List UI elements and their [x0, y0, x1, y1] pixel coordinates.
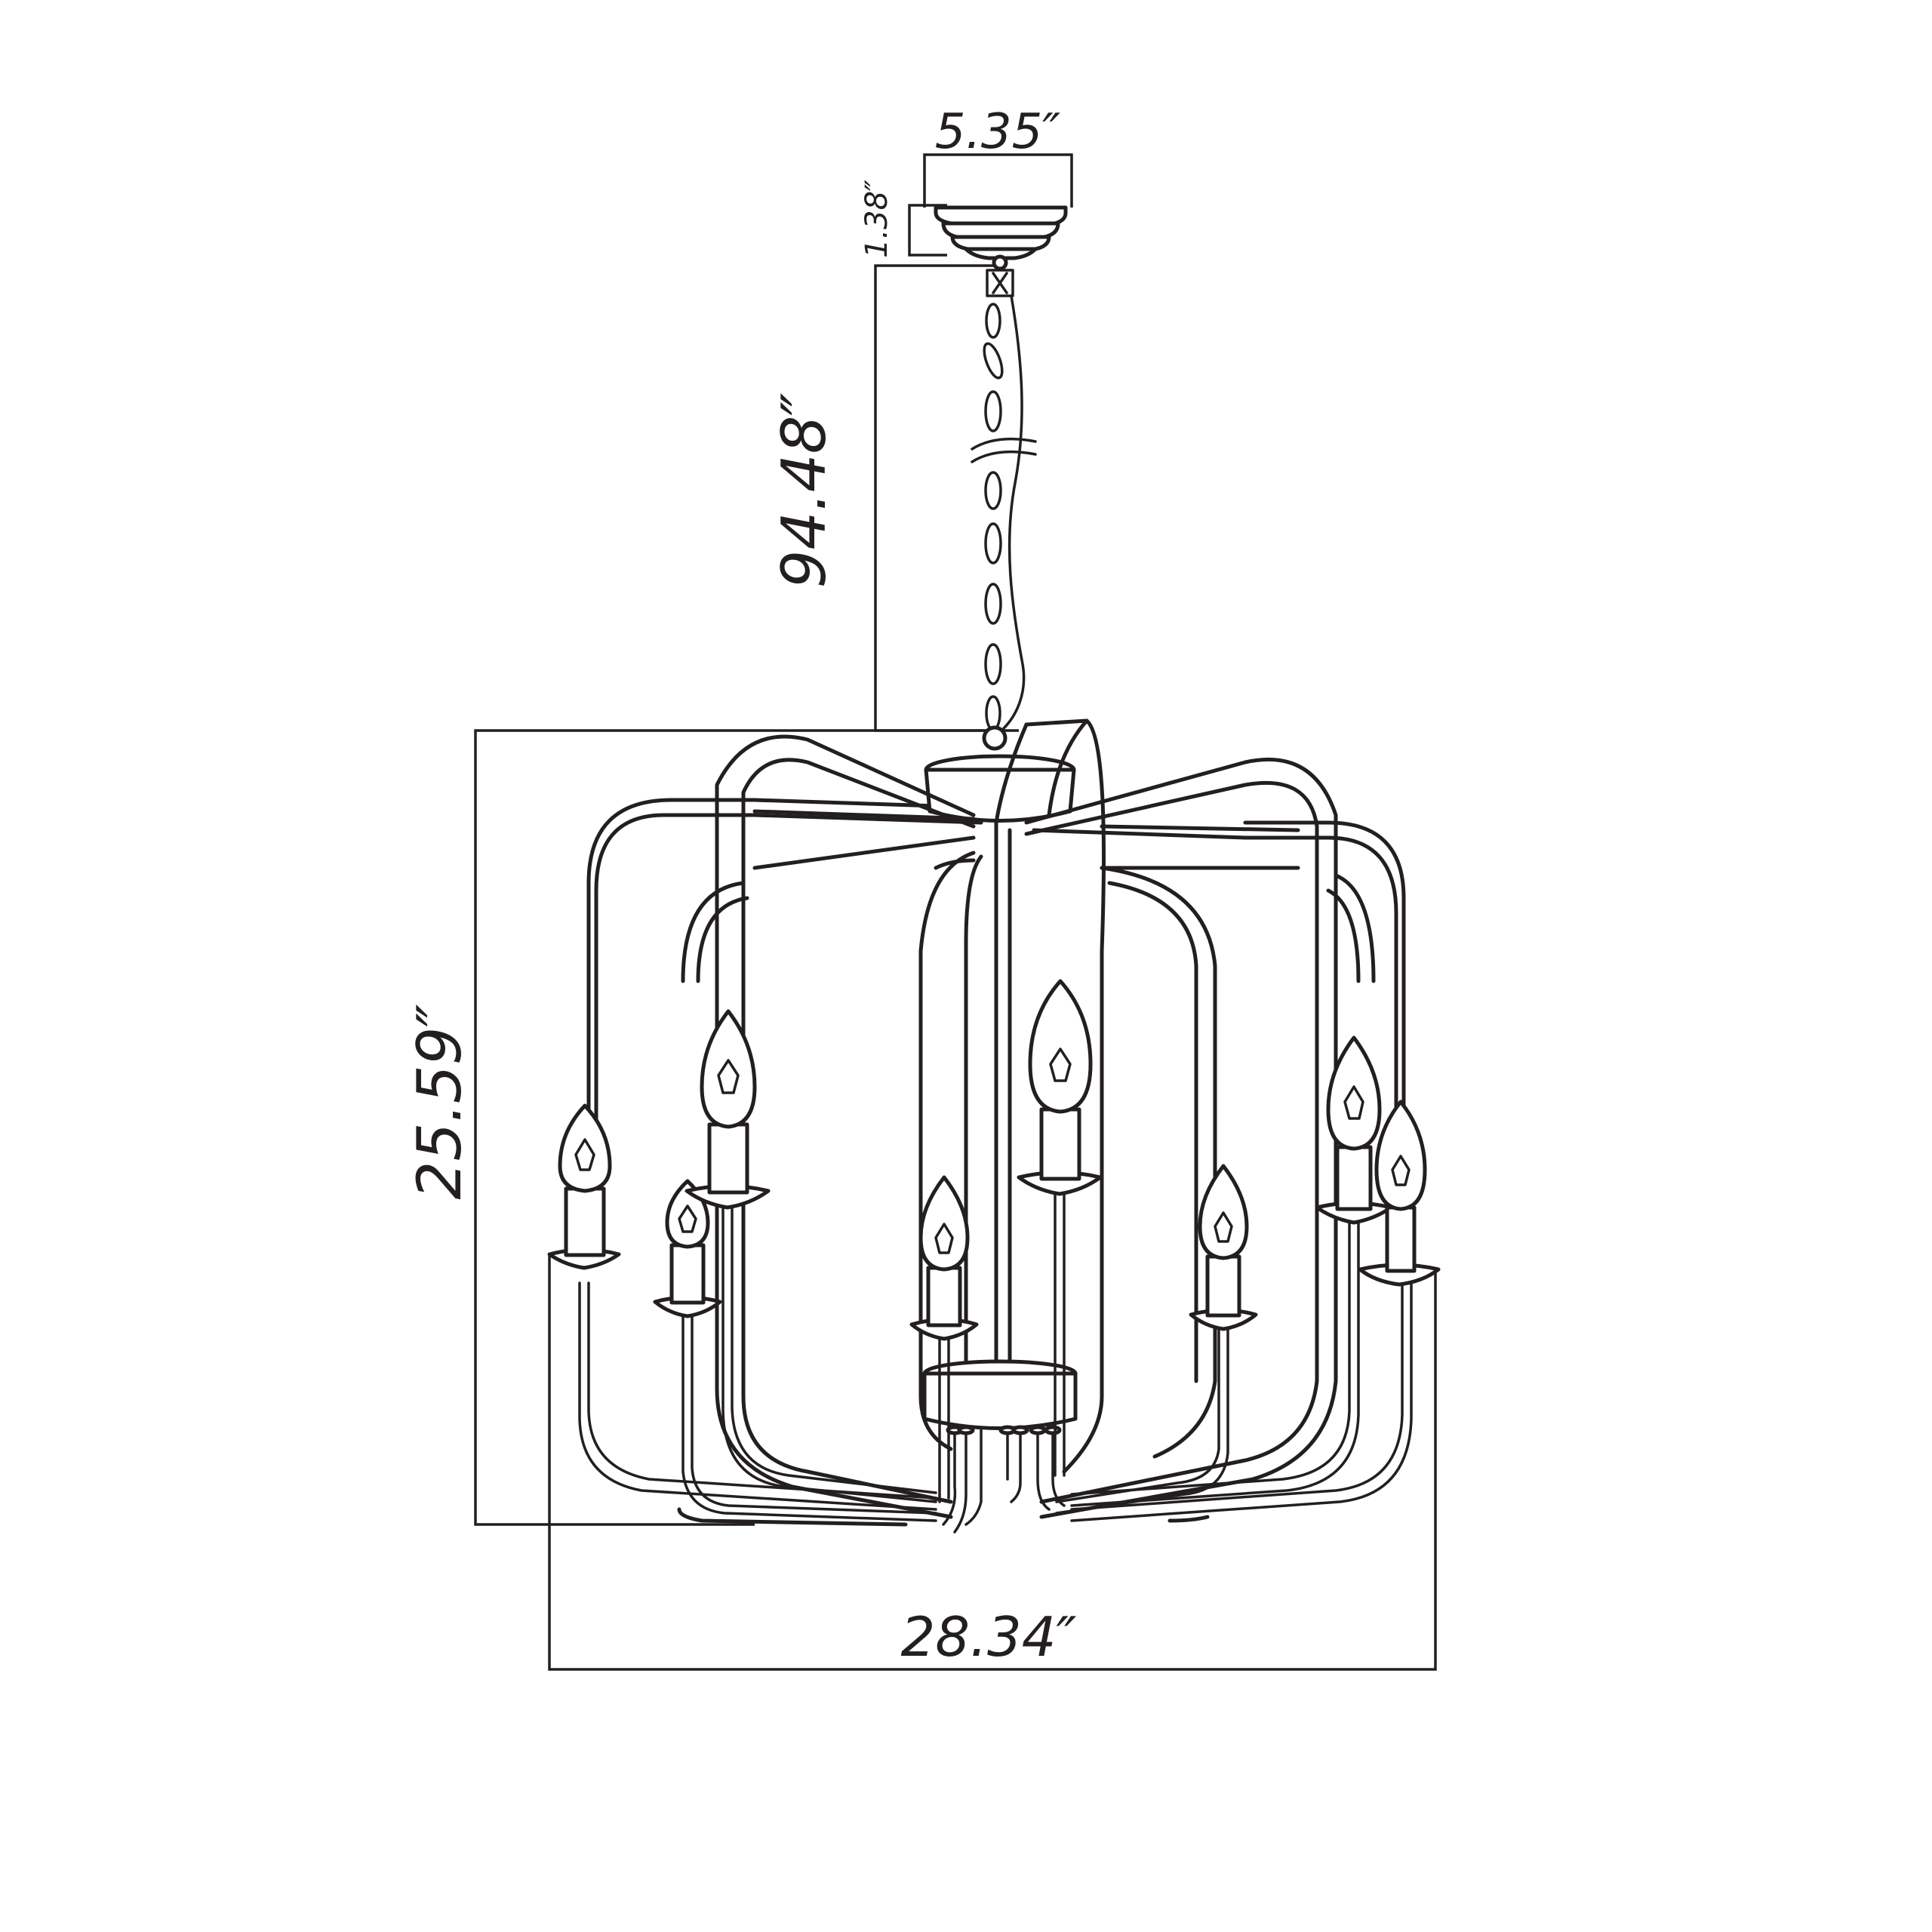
candle-far-left: [547, 1103, 621, 1270]
candle-arms: [578, 1191, 1413, 1522]
candle-upper-right: [1315, 1035, 1393, 1225]
fixture-width-dim-line: [548, 1254, 1437, 1671]
fixture-height-dim-line: [474, 729, 1019, 1526]
ceiling-canopy: [934, 205, 1068, 271]
inner-bands: [681, 851, 1376, 1459]
dimension-lines: [474, 153, 1437, 1671]
bottom-hub: [922, 1359, 1078, 1534]
chain-length-label: 94.48″: [769, 392, 839, 588]
hanging-chain: [971, 269, 1037, 751]
candle-upper-left: [685, 1009, 771, 1210]
candle-lights: [547, 979, 1441, 1341]
candle-center: [909, 1175, 979, 1341]
back-frame: [586, 798, 1406, 1527]
candle-far-right: [1358, 1100, 1441, 1287]
candle-second-left: [653, 1179, 722, 1318]
candle-center-right: [1017, 979, 1103, 1196]
center-stem: [994, 828, 1012, 1376]
canopy-width-label: 5.35″: [935, 104, 1061, 160]
fixture-height-label: 25.59″: [405, 1004, 475, 1199]
chain-length-dim-line: [874, 264, 996, 732]
canopy-height-label: 1.38″: [860, 180, 894, 258]
canopy-width-dim-line: [923, 153, 1073, 208]
fixture-width-label: 28.34″: [900, 1605, 1076, 1669]
canopy-height-dim-line: [908, 204, 947, 257]
center-front-band: [994, 718, 1106, 1474]
top-cap: [924, 754, 1076, 823]
left-band: [715, 734, 976, 1519]
candle-right-mid: [1189, 1164, 1258, 1331]
